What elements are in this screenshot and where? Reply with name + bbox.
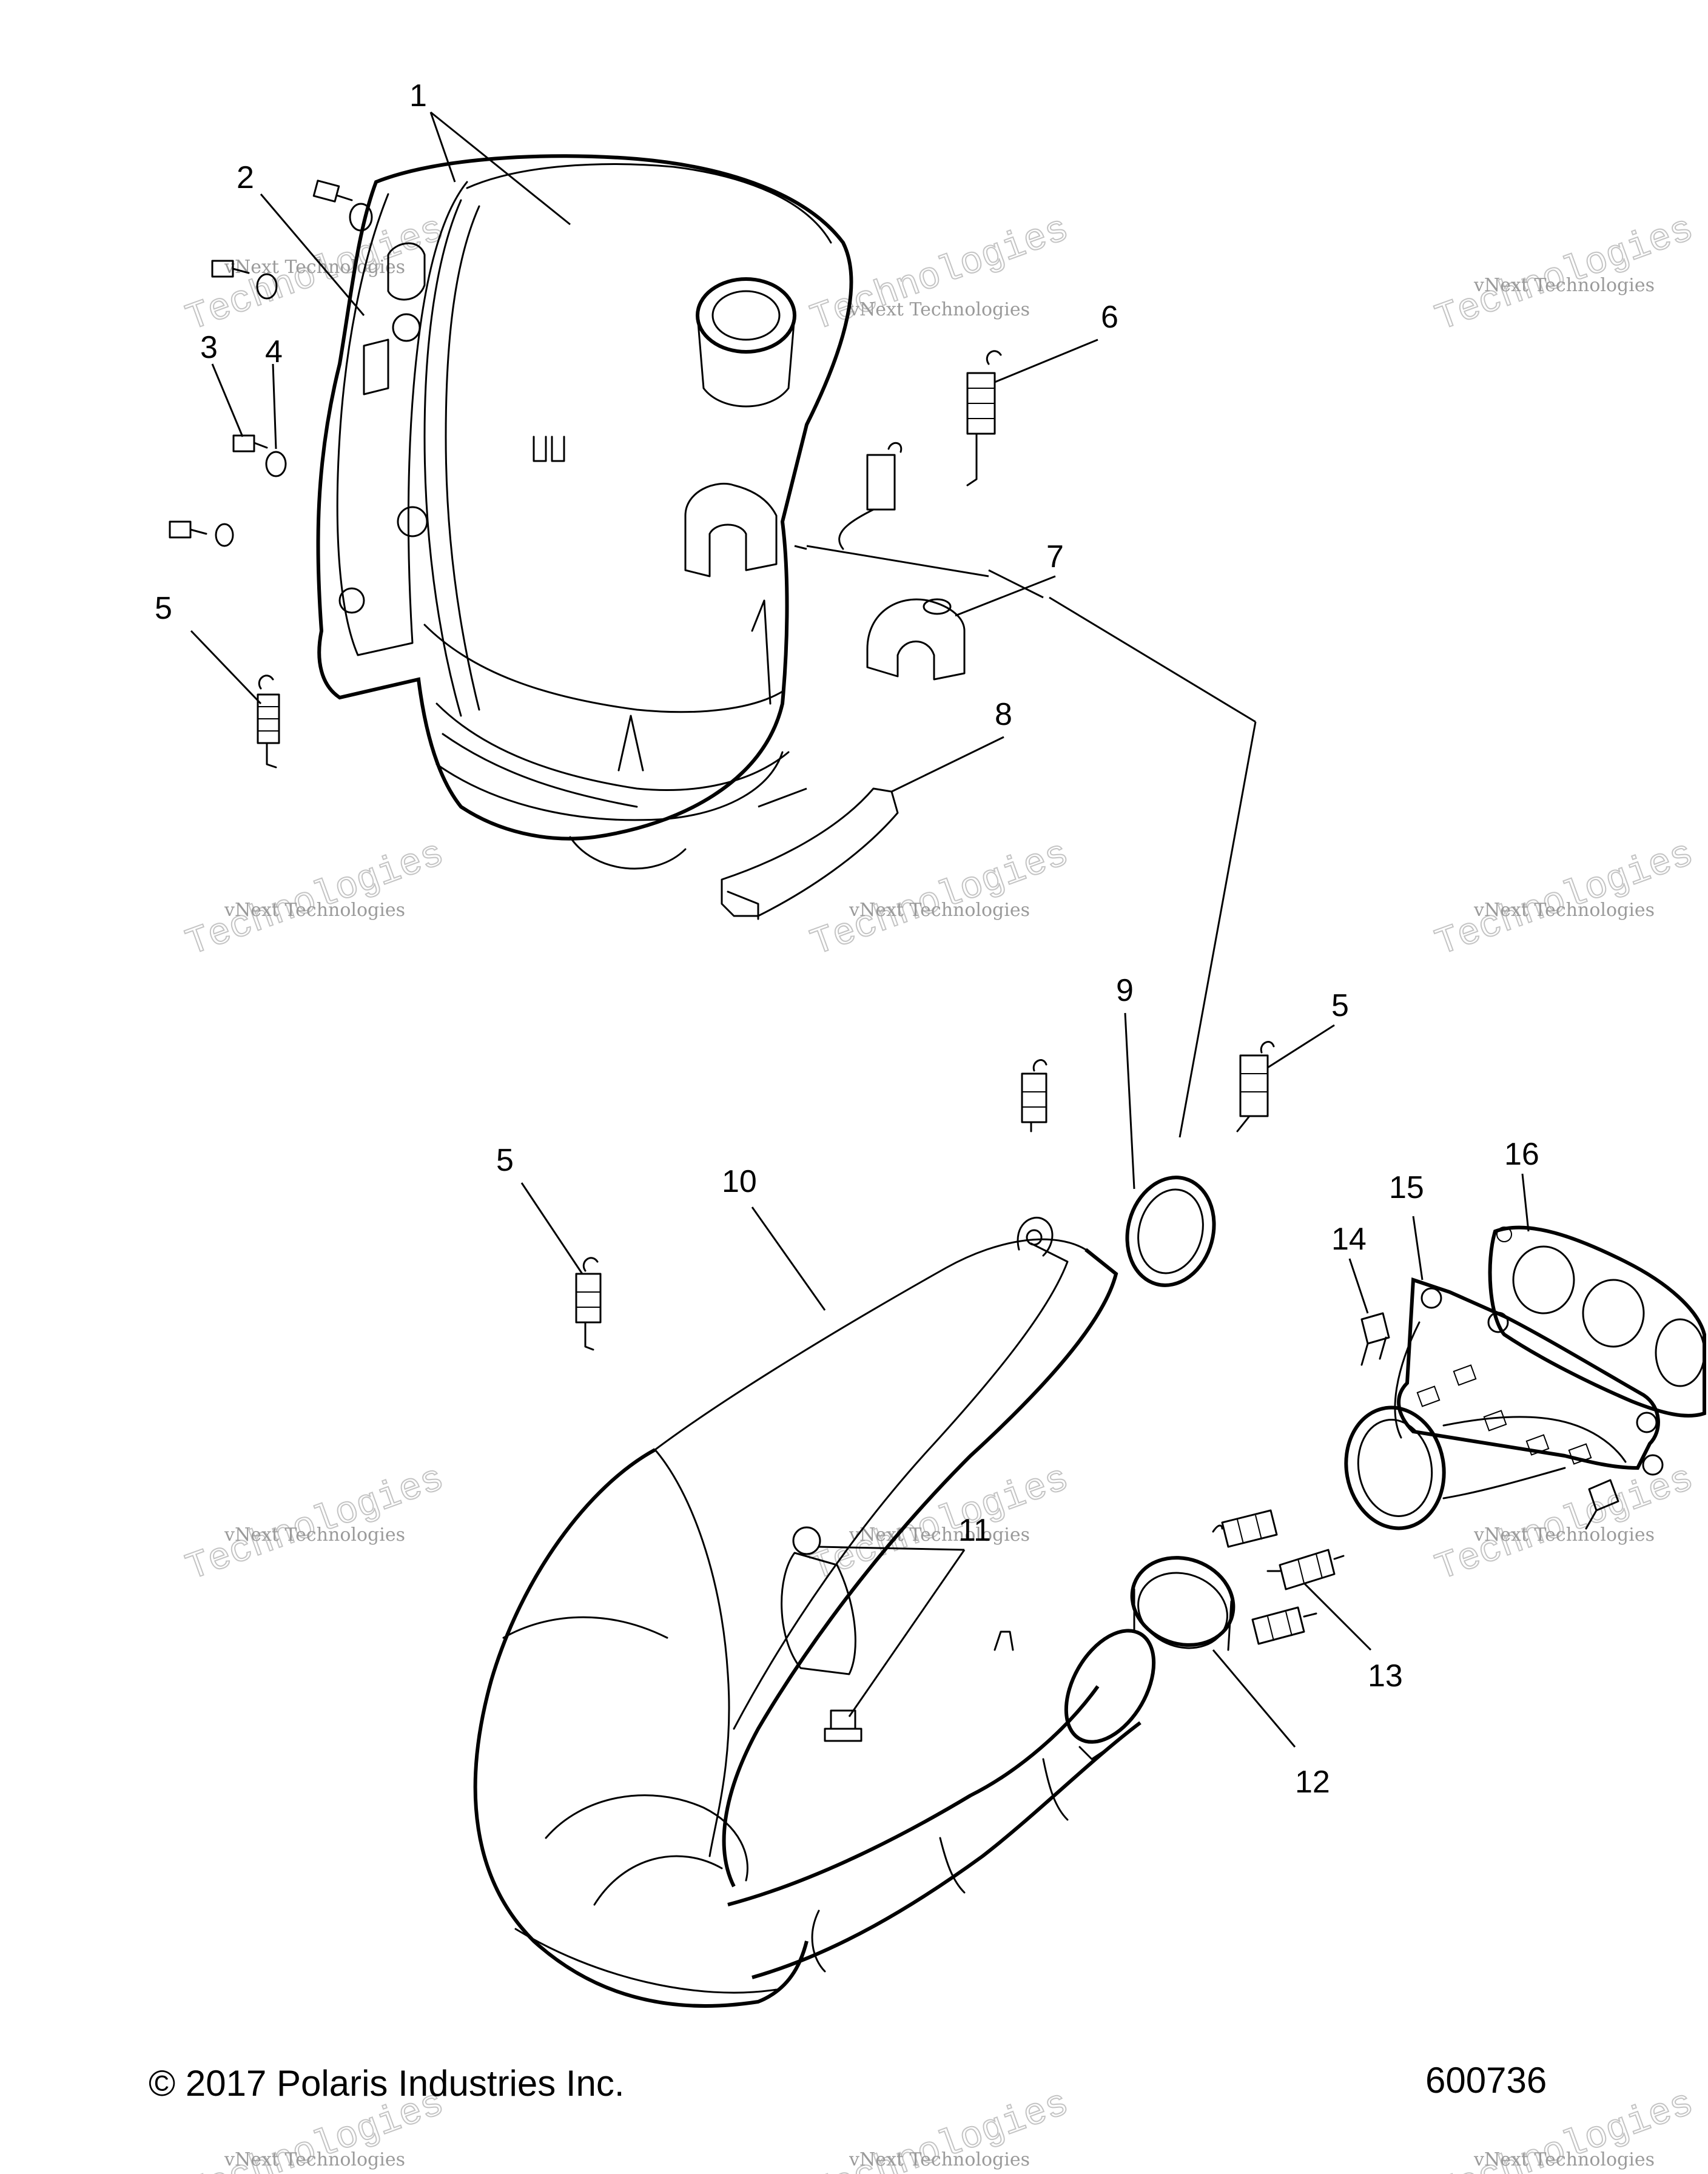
bolt-3	[211, 260, 278, 300]
watermark-small: vNext Technologies	[224, 1524, 405, 1546]
callout-5: 5	[496, 1143, 514, 1178]
callout-6: 6	[1101, 300, 1118, 335]
callout-labels: 1 2 3 4 5 6 7 8 9 5 5 10 16 15 14 11 13 …	[155, 78, 1539, 1800]
spring-part	[966, 350, 1002, 486]
bolt-3b	[232, 434, 268, 453]
watermark-small: vNext Technologies	[849, 299, 1030, 320]
spring-part	[257, 675, 280, 769]
clip-part	[866, 598, 966, 681]
callout-12: 12	[1295, 1765, 1330, 1800]
watermark-small: vNext Technologies	[849, 900, 1030, 921]
watermark-large: Technologies	[805, 1457, 1075, 1590]
watermark-small: vNext Technologies	[224, 257, 405, 278]
callout-11: 11	[958, 1513, 991, 1548]
watermark-small: vNext Technologies	[1473, 1524, 1655, 1546]
watermark-large: Technologies	[181, 832, 450, 965]
callout-1: 1	[409, 78, 427, 113]
callout-14: 14	[1331, 1222, 1367, 1257]
callout-5: 5	[155, 591, 172, 626]
watermark-large: Technologies	[1430, 832, 1700, 965]
spring-part	[575, 1257, 602, 1351]
spring-part	[1021, 1059, 1047, 1132]
heat-shield-part	[316, 154, 853, 870]
muffler-part	[473, 1217, 1156, 2008]
bolt-part	[1585, 1479, 1619, 1530]
gasket-part	[1488, 1225, 1706, 1418]
watermark-small: vNext Technologies	[849, 2149, 1030, 2170]
exhaust-manifold-part	[1344, 1277, 1664, 1530]
spring-part	[1251, 1606, 1317, 1645]
watermark-small: vNext Technologies	[1473, 275, 1655, 296]
callout-13: 13	[1368, 1658, 1403, 1694]
spring-part	[1266, 1549, 1345, 1590]
seal-ring-part	[1125, 1176, 1216, 1287]
callout-5: 5	[1331, 988, 1349, 1023]
bolt-2	[312, 180, 373, 232]
watermark-small: vNext Technologies	[224, 2149, 405, 2170]
watermark-large: Technologies	[1430, 207, 1700, 340]
spring-part	[1236, 1041, 1275, 1132]
leader-lines	[190, 111, 1530, 1748]
callout-15: 15	[1389, 1170, 1424, 1205]
callout-3: 3	[200, 330, 218, 365]
bolt-3c	[169, 520, 234, 547]
callout-9: 9	[1116, 973, 1134, 1008]
strap-part	[721, 787, 899, 920]
watermark-small: vNext Technologies	[1473, 2149, 1655, 2170]
callout-7: 7	[1046, 539, 1064, 574]
watermark-large: Technologies	[181, 1457, 450, 1590]
washer-4	[265, 451, 287, 477]
spring-part	[1212, 1509, 1278, 1548]
callout-2: 2	[237, 160, 254, 195]
callout-10: 10	[722, 1164, 757, 1199]
copyright-text: © 2017 Polaris Industries Inc.	[149, 2063, 625, 2104]
callout-8: 8	[995, 697, 1012, 732]
watermark-large: Technologies	[805, 832, 1075, 965]
spring-part	[838, 442, 903, 550]
callout-16: 16	[1504, 1137, 1539, 1172]
diagram-number: 600736	[1425, 2060, 1547, 2101]
watermark-large: Technologies	[1430, 1457, 1700, 1590]
bolt-hardware-group	[169, 180, 373, 547]
seal-ring-part	[1130, 1556, 1236, 1651]
watermark-small: vNext Technologies	[849, 1524, 1030, 1546]
callout-4: 4	[265, 334, 283, 369]
watermark-small: vNext Technologies	[1473, 900, 1655, 921]
watermark-small: vNext Technologies	[224, 900, 405, 921]
bolt-part	[1360, 1312, 1390, 1366]
